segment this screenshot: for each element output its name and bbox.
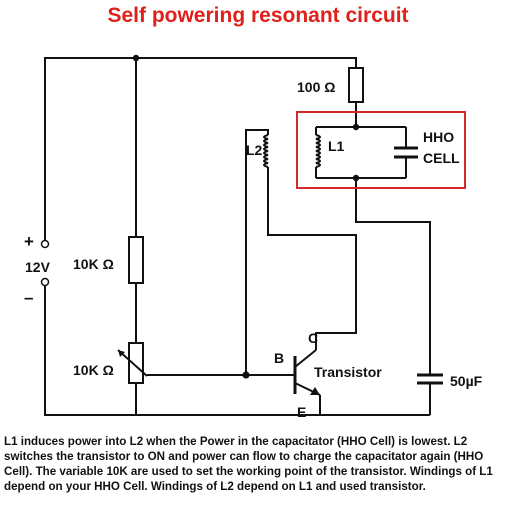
label-cell: CELL [423,150,460,166]
bottom-rail-wire [44,285,321,416]
label-r-top: 100 Ω [297,79,335,95]
resistor-100-ohm [348,67,364,103]
diagram-title: Self powering resonant circuit [107,4,409,27]
label-l1: L1 [328,138,345,154]
resistor-10k-variable [128,342,144,384]
circuit-diagram: 100 Ω L1 L2 HHO CELL + – 12V 10K Ω 10K Ω… [24,54,483,420]
transistor-emitter-arrow-icon [310,387,320,395]
coil-l1-icon [315,134,321,168]
junction-dot [352,174,360,182]
wires [44,57,431,416]
label-r-variable: 10K Ω [73,362,114,378]
battery-terminal-negative [40,277,50,287]
l2-base-wire [245,129,269,375]
transistor-collector-leg [294,349,317,368]
description-caption: L1 induces power into L2 when the Power … [4,435,493,493]
label-plus: + [24,232,34,251]
tank-to-cap-wire [355,178,431,375]
label-base: B [274,350,284,366]
top-rail-wire [44,57,357,240]
junction-dot [132,54,140,62]
label-hho: HHO [423,129,454,145]
potentiometer-arrow [117,349,148,377]
coil-l2-icon [263,134,269,168]
label-voltage: 12V [25,259,51,275]
label-collector: C [308,330,318,346]
label-minus: – [24,288,33,307]
battery-terminal-positive [40,239,50,249]
label-l2: L2 [246,142,263,158]
resistor-10k-fixed [128,236,144,284]
l2-collector-wire [267,167,357,350]
label-transistor: Transistor [314,364,382,380]
junction-dot [352,123,360,131]
potentiometer-arrow-head-icon [118,350,125,357]
label-r-fixed: 10K Ω [73,256,114,272]
label-capacitor: 50µF [450,373,483,389]
junction-dot [242,371,250,379]
junctions [132,54,360,379]
label-emitter: E [297,404,306,420]
hho-tank-highlight-box [296,111,466,189]
